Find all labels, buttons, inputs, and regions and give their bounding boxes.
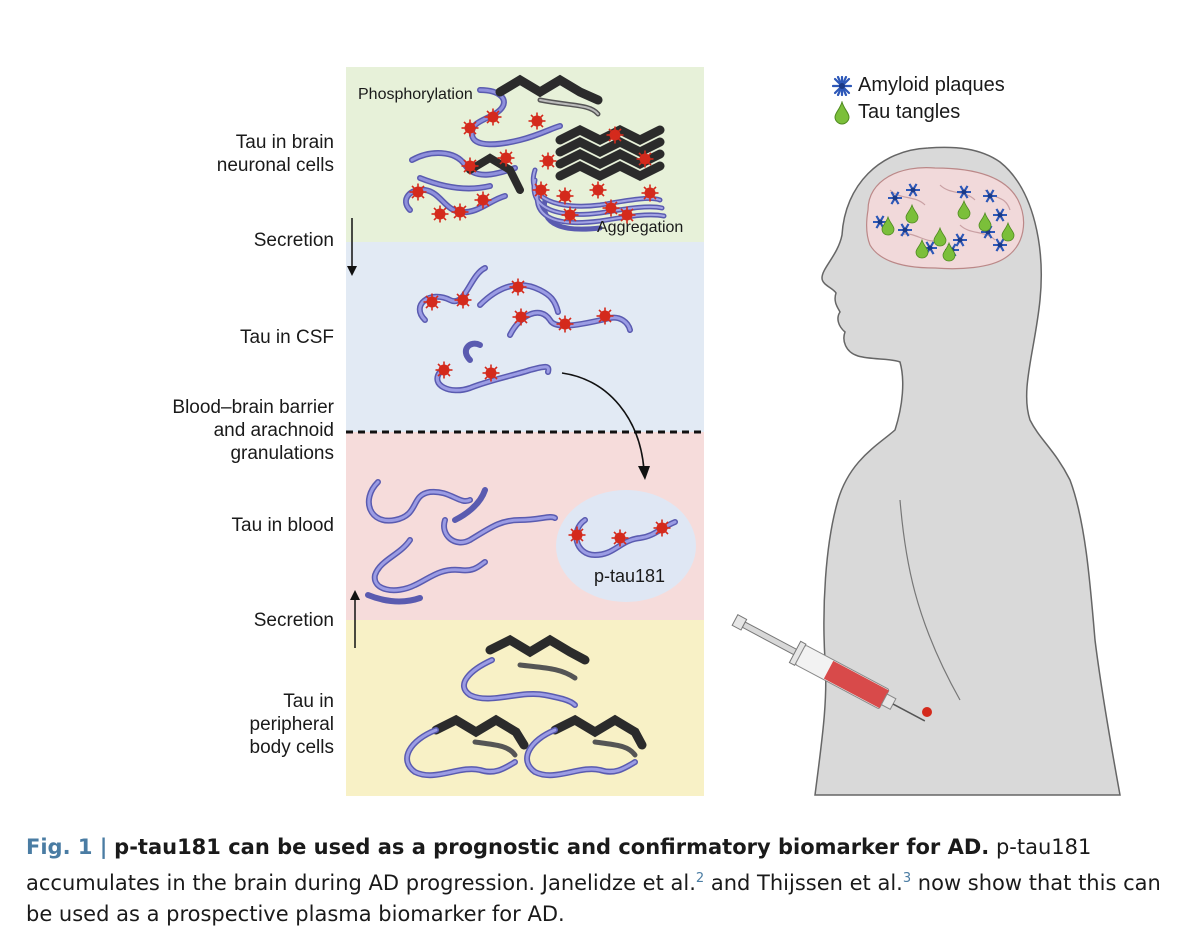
amyloid-plaque-marker [957,185,971,199]
phospho-dot [641,184,659,202]
periph-tau-strands [404,634,647,779]
secretion-up-arrow [350,590,360,648]
ptau181-bubble [556,490,696,602]
phospho-dot [539,152,557,170]
tau-tangle-icon [834,100,850,125]
phospho-dot [497,149,515,167]
amyloid-plaque-marker [953,233,967,247]
amyloid-plaque-marker [898,223,912,237]
phospho-dot [484,108,502,126]
legend-amyloid: Amyloid plaques [832,72,1005,99]
phospho-dot [423,293,441,311]
label-phosphorylation: Phosphorylation [358,86,473,103]
label-blood-brain-barrier: Blood–brain barrier and arachnoid granul… [172,397,334,464]
blood-drop-icon [922,707,932,717]
phospho-dot [482,364,500,382]
amyloid-plaque-marker [993,238,1007,252]
tau-tangle-marker [942,241,956,262]
legend-tangles: Tau tangles [832,99,1005,126]
figure-caption: Fig. 1 | p-tau181 can be used as a progn… [26,832,1186,930]
label-secretion-top: Secretion [253,230,334,251]
amyloid-plaque-marker [906,183,920,197]
phospho-dot [568,526,586,544]
caption-text-1: p-tau181 accumulates in the brain during… [26,835,1092,895]
label-tau-blood: Tau in blood [231,515,334,536]
secretion-down-arrow [347,218,357,276]
tau-tangle-marker [915,238,929,259]
caption-text-2: and Thijssen et al. [710,871,903,895]
phospho-dot [532,181,550,199]
phospho-dot [602,199,620,217]
phospho-dot [556,315,574,333]
phospho-dot [611,529,629,547]
phospho-dot [618,206,636,224]
label-aggregation: Aggregation [597,219,684,236]
phospho-dot [606,126,624,144]
amyloid-plaque-marker [873,215,887,229]
label-tau-brain: Tau in brain neuronal cells [216,132,334,176]
transport-curved-arrow [561,372,650,480]
phospho-dot [596,307,614,325]
label-tau-peripheral: Tau in peripheral body cells [249,691,335,758]
phosphorylation-dots [409,108,671,547]
label-tau-csf: Tau in CSF [240,327,334,348]
syringe-icon [731,614,926,722]
label-ptau181: p-tau181 [594,566,666,586]
caption-ref-1[interactable]: 2 [695,871,705,886]
band-csf [346,242,704,432]
amyloid-plaque-marker [983,189,997,203]
phospho-dot [653,519,671,537]
phospho-dot [636,150,654,168]
phospho-dot [409,183,427,201]
label-secretion-bottom: Secretion [253,610,334,631]
tau-tangle-marker [957,199,971,220]
phospho-dot [461,119,479,137]
amyloid-plaque-marker [993,208,1007,222]
tau-tangle-marker [881,215,895,236]
phospho-dot [474,191,492,209]
tau-tangle-marker [978,211,992,232]
phospho-dot [461,157,479,175]
caption-figure-number: Fig. 1 | [26,835,108,859]
phospho-dot [589,181,607,199]
phospho-dot [556,187,574,205]
phospho-dot [561,206,579,224]
amyloid-plaque-marker [888,191,902,205]
tau-tangle-marker [933,226,947,247]
csf-tau-strands [416,265,633,394]
phospho-dot [509,278,527,296]
phospho-dot [451,203,469,221]
tau-tangle-marker [905,203,919,224]
phospho-dot [528,112,546,130]
phospho-dot [435,361,453,379]
brain-pathology-markers [873,183,1015,262]
figure-panel: Tau in brain neuronal cells Secretion Ta… [172,67,1121,796]
phospho-dot [454,291,472,309]
brain [866,167,1025,270]
figure-illustration [346,67,1121,796]
legend: Amyloid plaques Tau tangles [832,72,1005,126]
phospho-dot [431,205,449,223]
phospho-dot [512,308,530,326]
caption-title: p-tau181 can be used as a prognostic and… [114,835,990,859]
amyloid-plaque-icon [832,75,852,96]
human-silhouette [814,146,1121,796]
caption-ref-2[interactable]: 3 [902,871,912,886]
tau-tangle-marker [1001,221,1015,242]
caption-text-3: now show that this can be used as a pros… [26,871,1161,926]
